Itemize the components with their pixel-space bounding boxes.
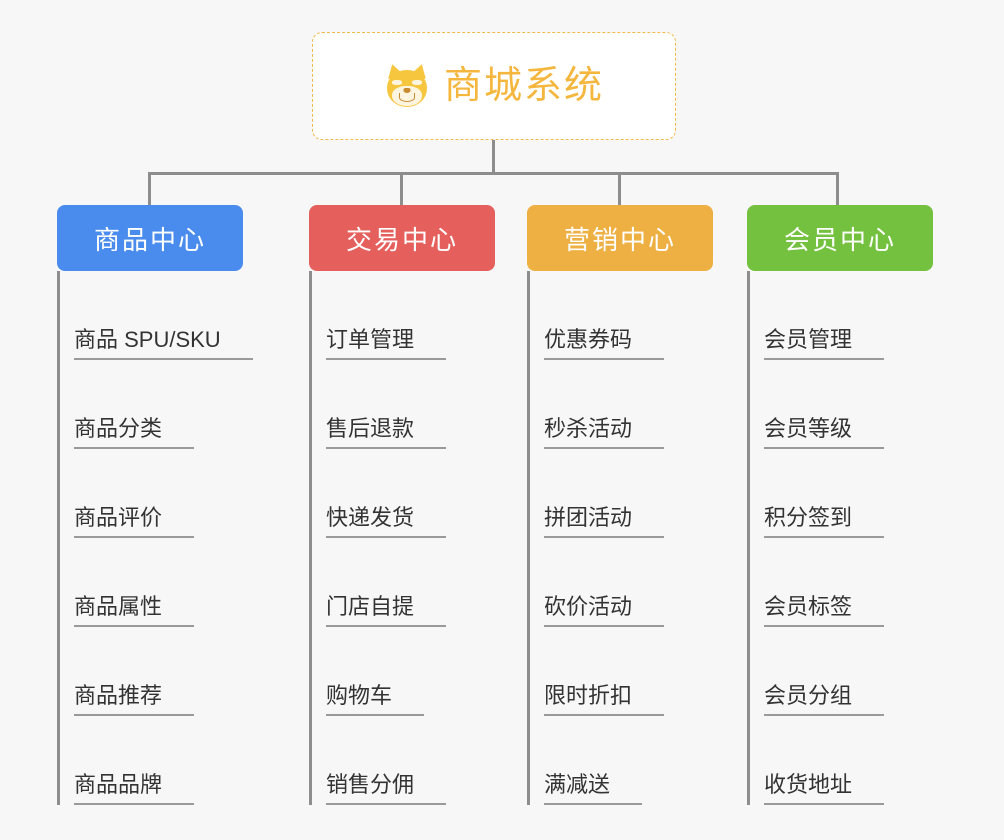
list-item[interactable]: 会员等级 [750, 360, 933, 449]
connector-root-stem [492, 140, 495, 174]
branch-column-member-center: 会员中心 会员管理 会员等级 积分签到 会员标签 会员分组 收货地址 [747, 205, 933, 805]
leaf-label: 订单管理 [326, 329, 447, 360]
list-item[interactable]: 快递发货 [312, 449, 495, 538]
leaf-label: 门店自提 [326, 596, 447, 627]
list-item[interactable]: 会员管理 [750, 271, 933, 360]
branch-header-marketing-center[interactable]: 营销中心 [527, 205, 713, 271]
list-item[interactable]: 销售分佣 [312, 716, 495, 805]
leaf-label: 限时折扣 [544, 685, 665, 716]
list-item[interactable]: 会员分组 [750, 627, 933, 716]
branch-header-product-center[interactable]: 商品中心 [57, 205, 243, 271]
leaf-label: 优惠券码 [544, 329, 665, 360]
shiba-inu-dog-icon [384, 62, 430, 108]
leaf-label: 购物车 [326, 685, 425, 716]
list-item[interactable]: 售后退款 [312, 360, 495, 449]
list-item[interactable]: 满减送 [530, 716, 713, 805]
leaf-label: 会员标签 [764, 596, 885, 627]
leaf-label: 会员管理 [764, 329, 885, 360]
leaf-label: 拼团活动 [544, 507, 665, 538]
branch-header-trade-center[interactable]: 交易中心 [309, 205, 495, 271]
leaf-label: 销售分佣 [326, 774, 447, 805]
root-node-mall-system[interactable]: 商城系统 [312, 32, 676, 140]
list-item[interactable]: 收货地址 [750, 716, 933, 805]
list-item[interactable]: 订单管理 [312, 271, 495, 360]
branch-items-marketing-center: 优惠券码 秒杀活动 拼团活动 砍价活动 限时折扣 满减送 [527, 271, 713, 805]
leaf-label: 商品属性 [74, 596, 195, 627]
leaf-label: 会员分组 [764, 685, 885, 716]
branch-items-trade-center: 订单管理 售后退款 快递发货 门店自提 购物车 销售分佣 [309, 271, 495, 805]
leaf-label: 商品 SPU/SKU [74, 329, 253, 360]
leaf-label: 积分签到 [764, 507, 885, 538]
branch-column-marketing-center: 营销中心 优惠券码 秒杀活动 拼团活动 砍价活动 限时折扣 满减送 [527, 205, 713, 805]
list-item[interactable]: 优惠券码 [530, 271, 713, 360]
connector-drop-branch-3 [836, 172, 839, 207]
list-item[interactable]: 会员标签 [750, 538, 933, 627]
branch-header-member-center[interactable]: 会员中心 [747, 205, 933, 271]
list-item[interactable]: 限时折扣 [530, 627, 713, 716]
leaf-label: 商品推荐 [74, 685, 195, 716]
list-item[interactable]: 商品分类 [60, 360, 243, 449]
list-item[interactable]: 商品推荐 [60, 627, 243, 716]
list-item[interactable]: 商品评价 [60, 449, 243, 538]
list-item[interactable]: 商品属性 [60, 538, 243, 627]
branch-column-product-center: 商品中心 商品 SPU/SKU 商品分类 商品评价 商品属性 商品推荐 商品品牌 [57, 205, 253, 805]
list-item[interactable]: 积分签到 [750, 449, 933, 538]
connector-drop-branch-1 [400, 172, 403, 207]
branch-header-label: 商品中心 [93, 224, 206, 255]
list-item[interactable]: 秒杀活动 [530, 360, 713, 449]
branch-header-label: 营销中心 [563, 224, 676, 255]
branch-header-label: 交易中心 [345, 224, 458, 255]
leaf-label: 满减送 [544, 774, 643, 805]
leaf-label: 砍价活动 [544, 596, 665, 627]
leaf-label: 会员等级 [764, 418, 885, 449]
leaf-label: 收货地址 [764, 774, 885, 805]
leaf-label: 快递发货 [326, 507, 447, 538]
leaf-label: 商品分类 [74, 418, 195, 449]
leaf-label: 售后退款 [326, 418, 447, 449]
branch-header-label: 会员中心 [783, 224, 896, 255]
list-item[interactable]: 购物车 [312, 627, 495, 716]
leaf-label: 秒杀活动 [544, 418, 665, 449]
list-item[interactable]: 商品 SPU/SKU [60, 271, 253, 360]
list-item[interactable]: 门店自提 [312, 538, 495, 627]
leaf-label: 商品品牌 [74, 774, 195, 805]
root-node-label: 商城系统 [443, 65, 604, 107]
list-item[interactable]: 拼团活动 [530, 449, 713, 538]
connector-drop-branch-0 [148, 172, 151, 207]
connector-horizontal-bus [148, 172, 838, 175]
branch-items-member-center: 会员管理 会员等级 积分签到 会员标签 会员分组 收货地址 [747, 271, 933, 805]
branch-column-trade-center: 交易中心 订单管理 售后退款 快递发货 门店自提 购物车 销售分佣 [309, 205, 495, 805]
branch-items-product-center: 商品 SPU/SKU 商品分类 商品评价 商品属性 商品推荐 商品品牌 [57, 271, 253, 805]
list-item[interactable]: 商品品牌 [60, 716, 243, 805]
connector-drop-branch-2 [618, 172, 621, 207]
list-item[interactable]: 砍价活动 [530, 538, 713, 627]
leaf-label: 商品评价 [74, 507, 195, 538]
